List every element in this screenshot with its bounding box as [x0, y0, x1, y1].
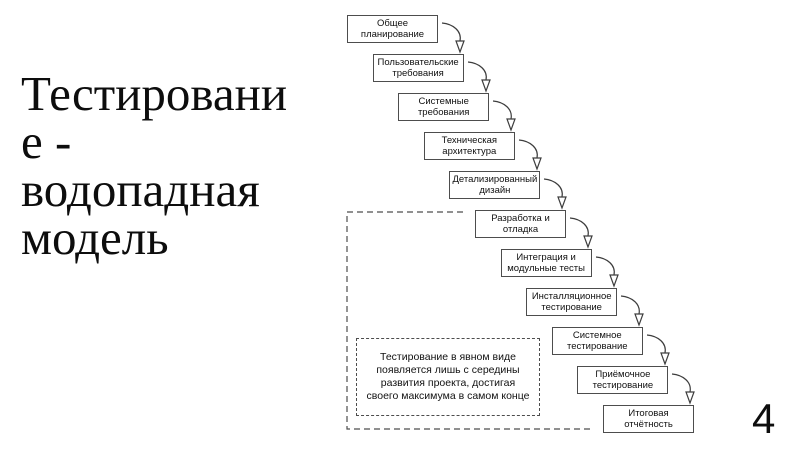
arrow-head — [531, 157, 542, 171]
arrow-curve — [493, 100, 513, 120]
stage-box-8: Инсталляционное тестирование — [526, 288, 618, 316]
arrow-head — [506, 118, 517, 132]
testing-note-text: Тестирование в явном виде появляется лиш… — [366, 351, 530, 402]
arrow-curve — [621, 295, 641, 315]
stage-box-3: Системные требования — [398, 93, 490, 121]
stage-box-5: Детализированный дизайн — [449, 171, 541, 199]
flow-arrow-3 — [493, 100, 517, 132]
flow-arrow-8 — [621, 295, 645, 327]
arrow-curve — [646, 334, 666, 354]
stage-box-1: Общее планирование — [347, 15, 438, 43]
stage-box-10: Приёмочное тестирование — [577, 366, 669, 394]
page-number: 4 — [752, 395, 776, 442]
flow-arrow-2 — [467, 61, 491, 93]
flow-arrow-10 — [672, 373, 696, 405]
flow-arrow-4 — [518, 139, 542, 171]
flow-arrow-5 — [544, 178, 568, 210]
arrow-curve — [569, 217, 589, 237]
stage-box-6: Разработка и отладка — [475, 210, 566, 238]
flow-arrow-9 — [646, 334, 670, 366]
arrow-head — [659, 352, 670, 366]
arrow-head — [685, 391, 696, 405]
stage-box-7: Интеграция и модульные тесты — [500, 249, 592, 277]
arrow-head — [608, 274, 619, 288]
arrow-head — [557, 196, 568, 210]
arrow-curve — [595, 256, 615, 276]
arrow-head — [634, 313, 645, 327]
arrow-curve — [518, 139, 538, 159]
arrow-head — [480, 79, 491, 93]
stage-box-2: Пользовательские требования — [372, 54, 464, 82]
arrow-curve — [441, 22, 461, 42]
testing-note-box: Тестирование в явном виде появляется лиш… — [356, 338, 540, 416]
slide-title: Тестировани е - водопадная модель — [21, 66, 288, 265]
arrow-head — [583, 235, 593, 249]
stage-box-4: Техническая архитектура — [423, 132, 515, 160]
flow-arrow-1 — [441, 22, 465, 54]
arrow-head — [455, 40, 465, 54]
stage-box-9: Системное тестирование — [551, 327, 643, 355]
arrow-curve — [467, 61, 487, 81]
arrow-curve — [544, 178, 564, 198]
flow-arrow-6 — [569, 217, 593, 249]
stage-box-11: Итоговая отчётность — [603, 405, 694, 433]
flow-arrow-7 — [595, 256, 619, 288]
arrow-curve — [672, 373, 692, 393]
